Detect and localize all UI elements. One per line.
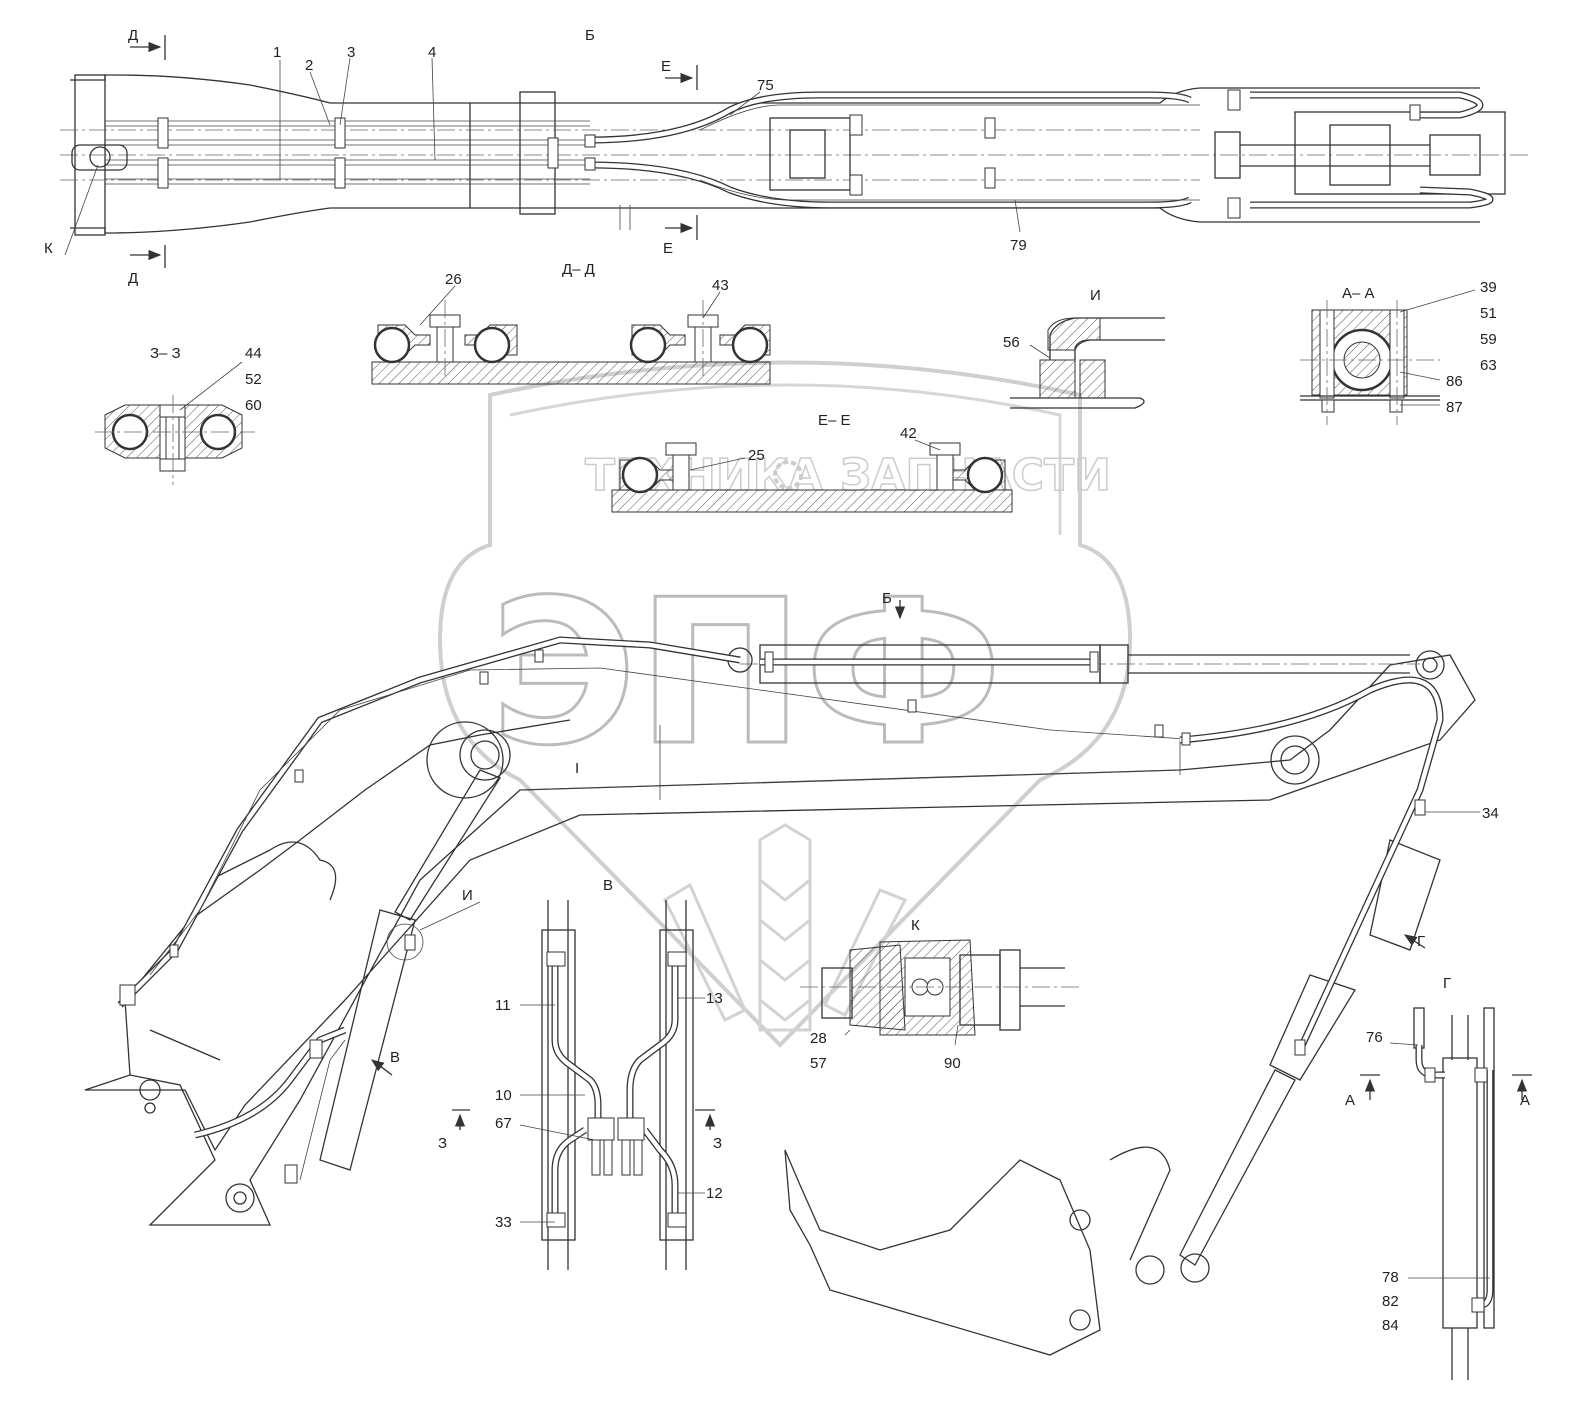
part-label-78: 78	[1382, 1269, 1399, 1286]
part-label-75: 75	[757, 77, 774, 94]
view-g: Г А А 76 78 82 84	[1345, 975, 1532, 1380]
part-label-52: 52	[245, 371, 262, 388]
part-label-67: 67	[495, 1115, 512, 1132]
part-label-12: 12	[706, 1185, 723, 1202]
section-mark-b: Б	[882, 590, 892, 607]
view-title-i: И	[1090, 287, 1101, 304]
part-label-60: 60	[245, 397, 262, 414]
part-label-39: 39	[1480, 279, 1497, 296]
section-mark-z-right: З	[713, 1135, 722, 1152]
part-label-56: 56	[1003, 334, 1020, 351]
part-label-63: 63	[1480, 357, 1497, 374]
section-mark-a-right: А	[1520, 1092, 1530, 1109]
part-label-86: 86	[1446, 373, 1463, 390]
view-i-elbow: И 56	[1003, 287, 1165, 409]
part-label-82: 82	[1382, 1293, 1399, 1310]
part-label-4: 4	[428, 44, 436, 61]
view-title-z-z: З– З	[150, 345, 181, 362]
section-mark-e-bottom: Е	[663, 240, 673, 257]
section-mark-e-top: Е	[661, 58, 671, 75]
section-mark-z-left: З	[438, 1135, 447, 1152]
part-label-87: 87	[1446, 399, 1463, 416]
section-e-e: Е– Е 25 42	[611, 412, 1013, 513]
part-label-59: 59	[1480, 331, 1497, 348]
part-label-25: 25	[748, 447, 765, 464]
section-mark-v: В	[390, 1049, 400, 1066]
view-title-k: К	[911, 917, 920, 934]
part-label-43: 43	[712, 277, 729, 294]
view-title-g: Г	[1443, 975, 1451, 992]
section-mark-g: Г	[1417, 933, 1425, 950]
part-label-51: 51	[1480, 305, 1497, 322]
main-boom-view: I Б В Г И 34	[84, 590, 1499, 1356]
part-label-42: 42	[900, 425, 917, 442]
part-label-26: 26	[445, 271, 462, 288]
view-title-e-e: Е– Е	[818, 412, 851, 429]
watermark-shield	[437, 360, 1133, 1048]
part-label-84: 84	[1382, 1317, 1399, 1334]
section-mark-d-bottom: Д	[128, 270, 138, 287]
part-label-44: 44	[245, 345, 262, 362]
section-mark-d-top: Д	[128, 27, 138, 44]
view-v: В З З 11 10 67	[438, 877, 723, 1270]
section-a-a: А– А 39 51 59 63 86 87	[1300, 279, 1497, 425]
part-label-11: 11	[495, 997, 511, 1014]
wheat-icon	[663, 823, 908, 1032]
part-label-90: 90	[944, 1055, 961, 1072]
section-d-d: Д– Д 26 43	[371, 261, 771, 385]
gear-icon	[773, 460, 803, 490]
section-mark-a-left: А	[1345, 1092, 1355, 1109]
section-z-z: З– З 44 52 60	[95, 345, 262, 485]
part-label-1: 1	[273, 44, 281, 61]
watermark-logo: ЭПФ	[490, 557, 1003, 790]
section-mark-i: И	[462, 887, 473, 904]
part-label-3: 3	[347, 44, 355, 61]
part-label-28: 28	[810, 1030, 827, 1047]
view-title-d-d: Д– Д	[562, 261, 595, 278]
part-label-79: 79	[1010, 237, 1027, 254]
part-label-2: 2	[305, 57, 313, 74]
watermark: ЭПФ ТЕХНИКА ЗАПЧАСТИ	[437, 360, 1133, 1048]
part-label-57: 57	[810, 1055, 827, 1072]
part-label-10: 10	[495, 1087, 512, 1104]
top-view-b: Б	[44, 27, 1530, 287]
part-label-13: 13	[706, 990, 723, 1007]
view-title-b: Б	[585, 27, 595, 44]
view-title-a-a: А– А	[1342, 285, 1375, 302]
view-title-v: В	[603, 877, 613, 894]
part-label-76: 76	[1366, 1029, 1383, 1046]
section-mark-k: К	[44, 240, 53, 257]
part-label-34: 34	[1482, 805, 1499, 822]
roman-numeral-i: I	[575, 760, 579, 777]
view-k-fitting: К 28 57 90	[800, 917, 1080, 1072]
part-label-33: 33	[495, 1214, 512, 1231]
